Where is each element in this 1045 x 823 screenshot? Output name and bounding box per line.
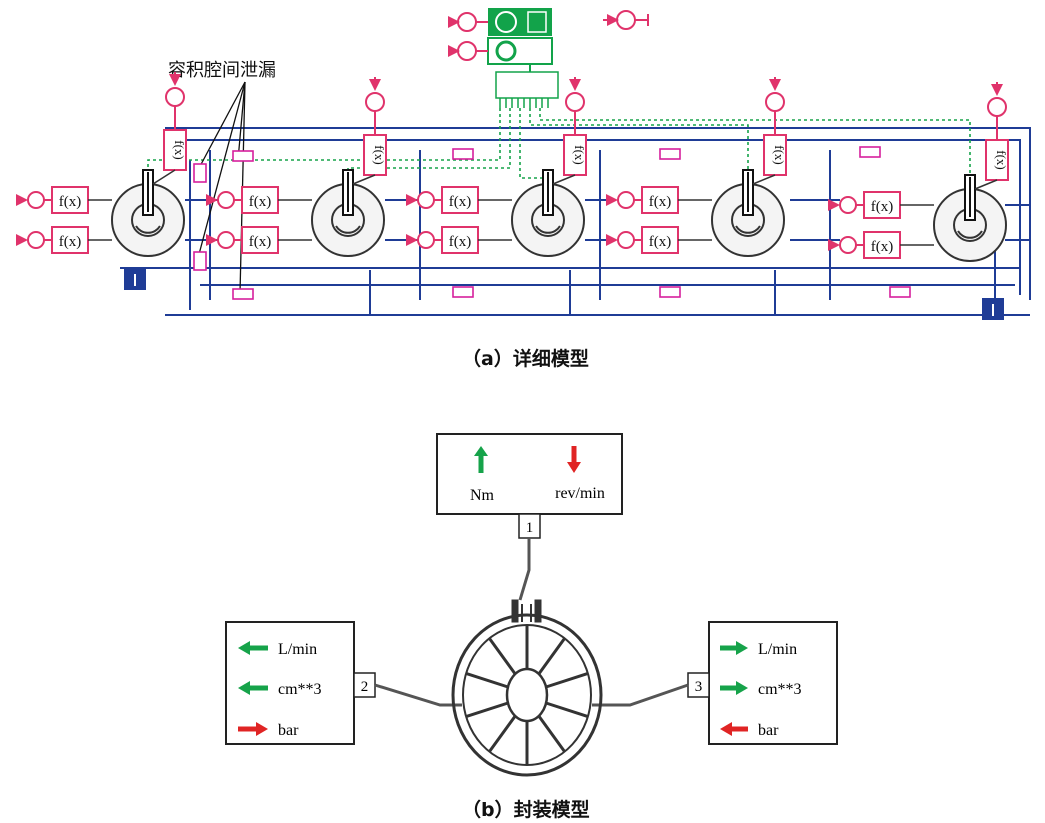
signal-source-icon [418, 232, 434, 248]
pump-stage: f(x) f(x) f(x) [18, 72, 187, 256]
fx-label: f(x) [249, 194, 272, 210]
vane [489, 638, 515, 674]
vane [539, 716, 565, 752]
signal-source-icon [218, 192, 234, 208]
port-1-signal-1: Nm [470, 487, 495, 504]
caption-b: （b）封装模型 [462, 795, 590, 822]
fx-label: f(x) [372, 145, 387, 165]
pump-stage: f(x) f(x) f(x) [608, 77, 787, 256]
fx-label: f(x) [59, 234, 82, 250]
signal-source-icon [617, 11, 635, 29]
signal-source-icon [618, 232, 634, 248]
fx-label: f(x) [172, 140, 187, 160]
vane [489, 716, 515, 752]
leakage-annotation: 容积腔间泄漏 [168, 60, 276, 80]
pump-stage: f(x) f(x) f(x) [830, 82, 1009, 261]
caption-a: （a）详细模型 [462, 344, 589, 371]
fx-label: f(x) [249, 234, 272, 250]
orifice-icon [660, 149, 680, 159]
vane [466, 673, 508, 687]
signal-source-icon [28, 232, 44, 248]
signal-source-icon [458, 13, 476, 31]
port-1-signal-2: rev/min [555, 485, 605, 502]
vane-pump-icon [453, 600, 601, 775]
port-1-box [437, 434, 622, 514]
signal-source-icon [566, 93, 584, 111]
panel-a-detailed-model: 容积腔间泄漏 f(x)f(x)f(x)f(x)f(x)f(x)f(x)f(x)f [18, 8, 1030, 320]
fx-label: f(x) [449, 194, 472, 210]
port-2-signal-2: cm**3 [278, 681, 322, 698]
port-1-number: 1 [526, 520, 534, 536]
panel-b-packaged-model: 1 Nm rev/min 2 L/min cm**3 bar 3 [226, 434, 837, 775]
orifice-icon [890, 287, 910, 297]
pump-stages: f(x)f(x)f(x)f(x)f(x)f(x)f(x)f(x)f(x)f(x)… [18, 72, 1009, 261]
signal-source-icon [766, 93, 784, 111]
fx-label: f(x) [871, 199, 894, 215]
orifice-icon [660, 287, 680, 297]
pump-stage: f(x) f(x) f(x) [208, 77, 387, 256]
signal-source-icon [840, 237, 856, 253]
signal-source-icon [840, 197, 856, 213]
port-2-number: 2 [361, 679, 369, 695]
pump-stage: f(x) f(x) f(x) [408, 77, 587, 256]
signal-source-icon [988, 98, 1006, 116]
signal-connector [496, 72, 558, 98]
signal-source-icon [166, 88, 184, 106]
fx-label: f(x) [772, 145, 787, 165]
port-3-number: 3 [695, 679, 703, 695]
signal-source-icon [418, 192, 434, 208]
orifice-icon [453, 287, 473, 297]
orifice-icon [194, 252, 206, 270]
port-2-signal-3: bar [278, 722, 299, 739]
port-3-signal-1: L/min [758, 641, 797, 658]
signal-source-icon [366, 93, 384, 111]
port-2-signal-1: L/min [278, 641, 317, 658]
signal-source-icon [28, 192, 44, 208]
fx-label: f(x) [649, 194, 672, 210]
vane [546, 703, 588, 717]
orifice-icon [233, 289, 253, 299]
signal-source-icon [618, 192, 634, 208]
fx-label: f(x) [994, 150, 1009, 170]
vane [466, 703, 508, 717]
orifice-icon [453, 149, 473, 159]
orifice-icon [860, 147, 880, 157]
rotary-source-top [448, 8, 648, 108]
orifice-icon [194, 164, 206, 182]
port-3-signal-2: cm**3 [758, 681, 802, 698]
orifice-icon [233, 151, 253, 161]
vane [546, 673, 588, 687]
fx-label: f(x) [871, 239, 894, 255]
fx-label: f(x) [59, 194, 82, 210]
port-3-signal-3: bar [758, 722, 779, 739]
fx-label: f(x) [572, 145, 587, 165]
fx-label: f(x) [649, 234, 672, 250]
vane [539, 638, 565, 674]
green-signal-lines [148, 108, 970, 185]
signal-source-icon [218, 232, 234, 248]
fx-label: f(x) [449, 234, 472, 250]
